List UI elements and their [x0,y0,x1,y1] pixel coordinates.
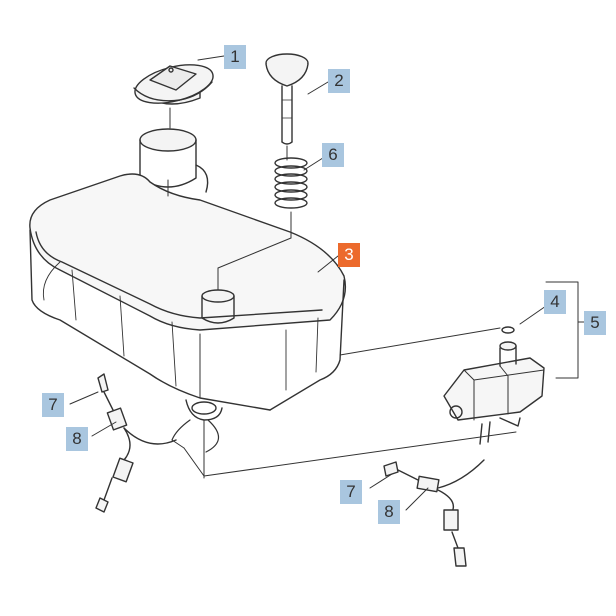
callout-6: 6 [322,143,344,167]
callout-2: 2 [328,69,350,93]
callout-8-right: 8 [378,500,400,524]
spring-part [274,157,308,209]
connector-wire-part-left [95,373,177,513]
cap-part [133,64,214,105]
reservoir-tank-part [29,128,347,421]
callout-8-left: 8 [66,427,88,451]
valve-pin-part [265,53,309,145]
callout-4: 4 [544,290,566,314]
connector-wire-part-right [383,459,485,567]
pump-part [443,341,545,445]
callout-5: 5 [584,311,606,335]
callout-3-highlighted: 3 [338,243,360,267]
callout-7-right: 7 [340,480,362,504]
callout-1: 1 [224,45,246,69]
callout-7-left: 7 [42,393,64,417]
o-ring-part [501,326,515,334]
